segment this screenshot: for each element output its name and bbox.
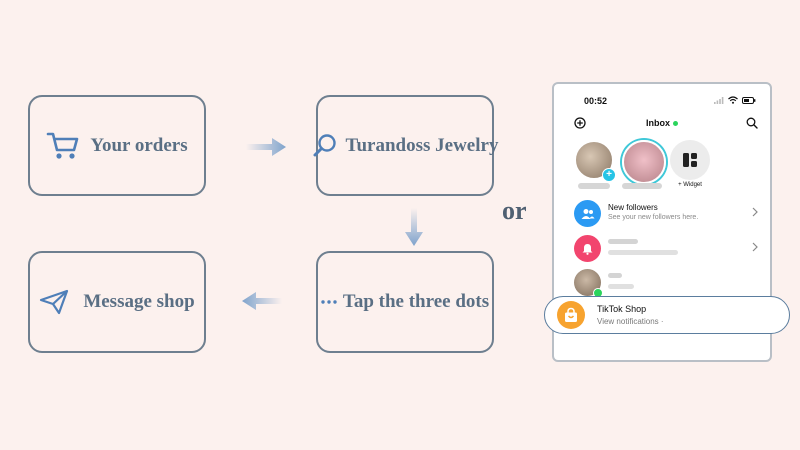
shop-title: TikTok Shop <box>597 304 647 314</box>
add-story-icon[interactable]: + <box>602 168 616 182</box>
story-caption-blurred <box>622 183 662 189</box>
wifi-icon <box>728 96 738 104</box>
widget-icon <box>683 153 697 167</box>
people-icon <box>581 208 594 219</box>
arrow-right <box>246 138 286 156</box>
row-title: New followers <box>608 203 658 212</box>
row-contact[interactable] <box>574 269 760 298</box>
followers-avatar <box>574 200 601 227</box>
status-icons <box>714 96 756 104</box>
row-activity[interactable] <box>574 235 760 263</box>
shop-subtitle: View notifications · <box>597 317 664 326</box>
step-label: Tap the three dots <box>342 291 490 312</box>
tiktok-shop-card[interactable]: TikTok Shop View notifications · <box>544 296 790 334</box>
arrow-down <box>405 208 423 246</box>
magnifier-icon <box>312 133 338 159</box>
paper-plane-icon <box>39 289 69 315</box>
search-icon[interactable] <box>746 117 758 129</box>
row-title-blurred <box>608 239 638 244</box>
widget-caption: + Widget <box>678 182 702 188</box>
story-caption-blurred <box>578 183 610 189</box>
status-time: 00:52 <box>584 96 608 106</box>
cart-icon <box>46 131 80 161</box>
row-subtitle: See your new followers here. <box>608 214 699 221</box>
story-avatar[interactable] <box>622 140 666 184</box>
row-new-followers[interactable]: New followers See your new followers her… <box>574 200 760 228</box>
shopping-bag-icon <box>565 307 577 322</box>
arrow-left <box>242 292 282 310</box>
signal-icon <box>714 96 724 104</box>
shop-avatar <box>557 301 585 329</box>
row-subtitle-blurred <box>608 250 678 255</box>
battery-icon <box>742 96 756 104</box>
step-message-shop: Message shop <box>28 251 206 353</box>
inbox-title: Inbox <box>554 118 770 128</box>
three-dots-icon <box>321 299 337 305</box>
story-avatar-own[interactable] <box>574 140 614 180</box>
step-label: Message shop <box>83 291 195 312</box>
activity-avatar <box>574 235 601 262</box>
step-label: Turandoss Jewelry <box>345 134 499 156</box>
step-your-orders: Your orders <box>28 95 206 196</box>
chevron-right-icon <box>752 207 758 217</box>
step-turandoss-jewelry: Turandoss Jewelry <box>313 95 498 196</box>
add-icon[interactable] <box>574 117 586 129</box>
online-dot-icon <box>673 121 678 127</box>
step-label: Your orders <box>90 134 188 156</box>
or-label: or <box>502 196 527 225</box>
row-title-blurred <box>608 273 622 278</box>
bell-icon <box>582 243 593 255</box>
step-tap-three-dots: Tap the three dots <box>316 251 494 353</box>
chevron-right-icon <box>752 242 758 252</box>
widget-avatar[interactable] <box>670 140 710 180</box>
inbox-title-text: Inbox <box>646 118 670 128</box>
row-subtitle-blurred <box>608 284 634 289</box>
